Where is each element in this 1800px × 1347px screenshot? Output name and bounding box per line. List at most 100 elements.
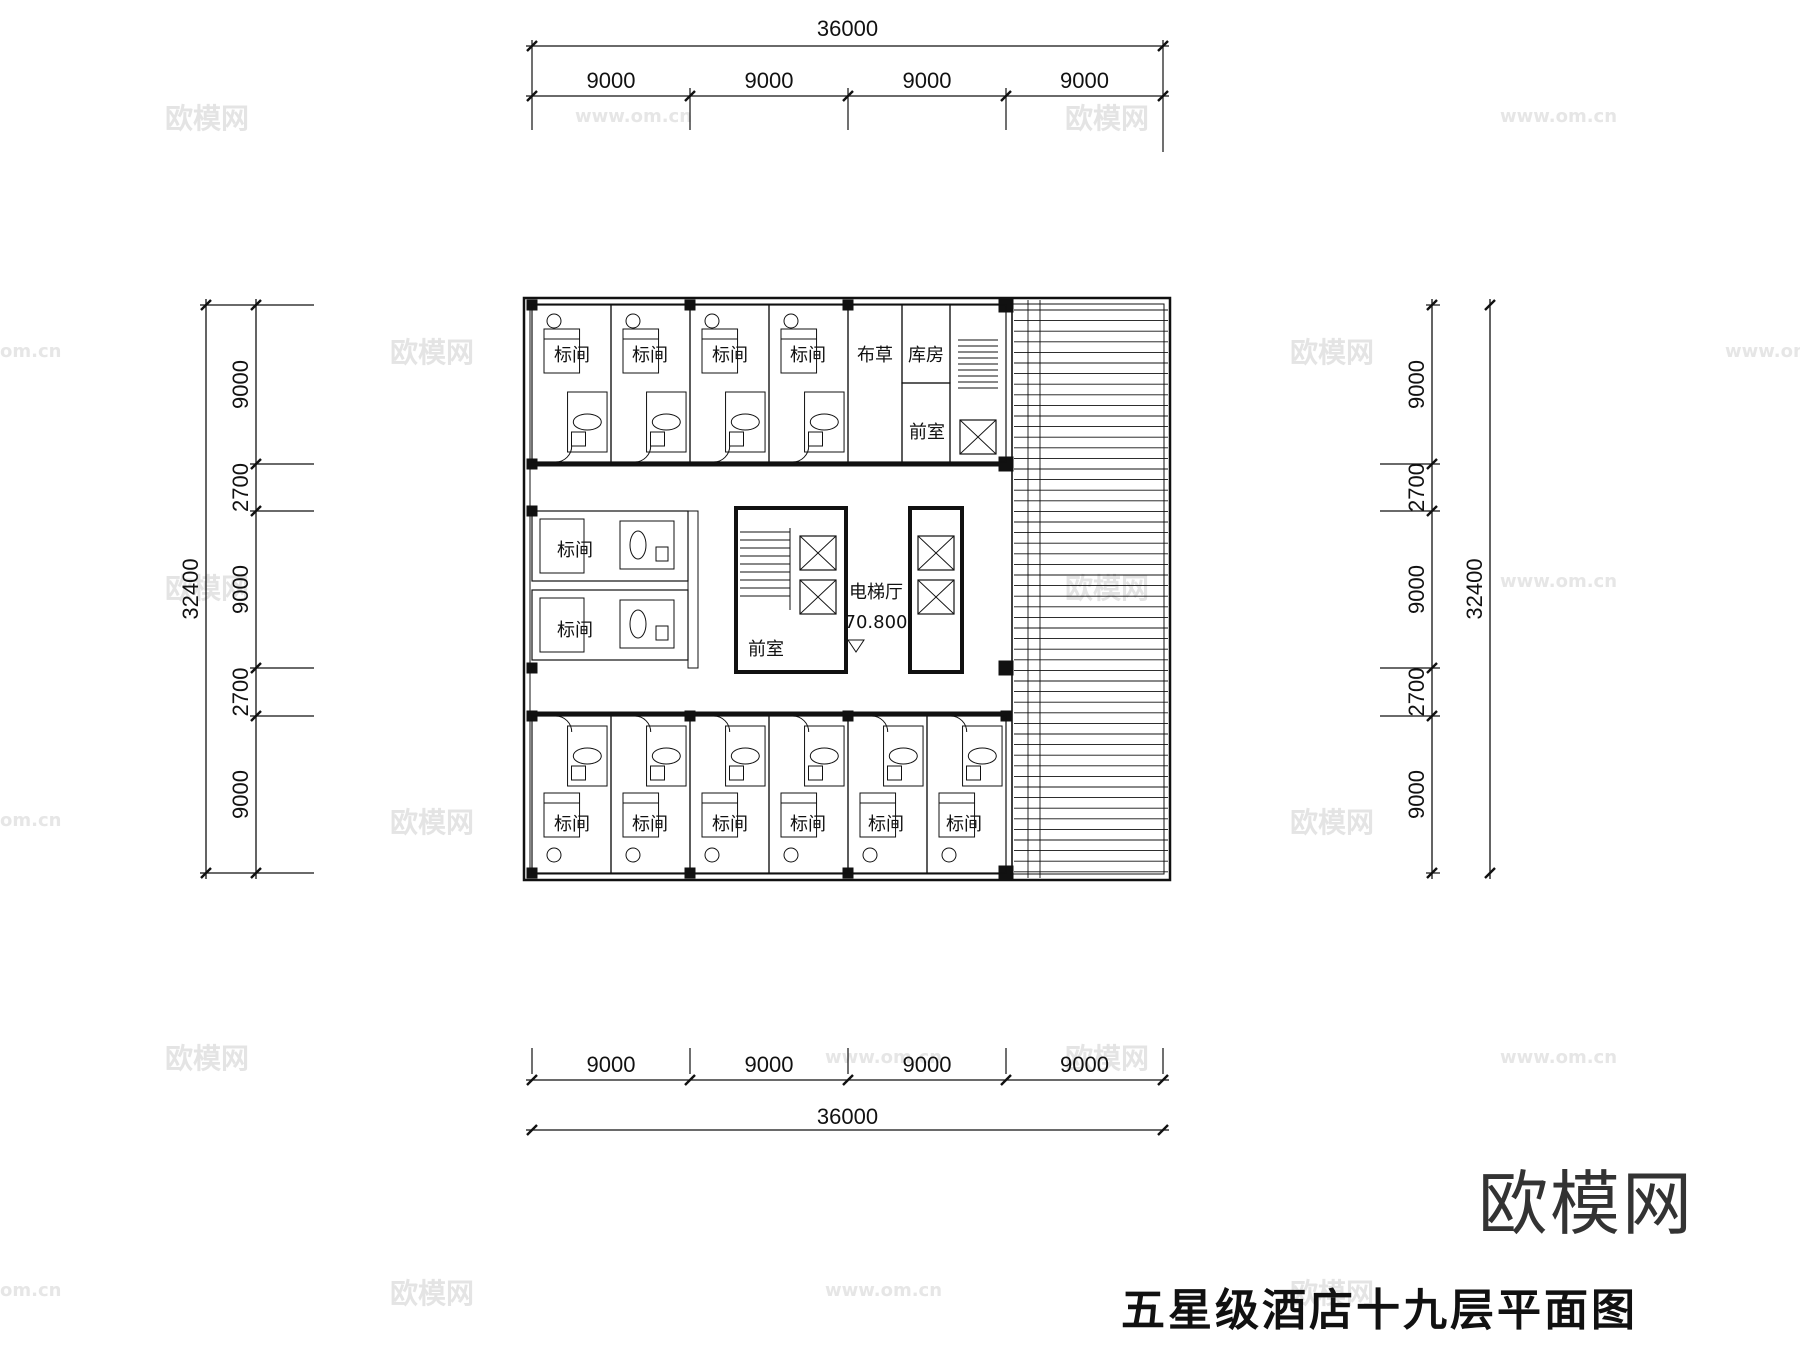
corridor-wall-north xyxy=(531,461,1011,467)
dimension-tick xyxy=(200,299,212,311)
dimension-tick xyxy=(1000,1074,1012,1086)
dimension-tick xyxy=(200,867,212,879)
building-plan xyxy=(522,296,1172,882)
bathtub xyxy=(809,413,839,431)
bathroom xyxy=(567,391,608,453)
toilet xyxy=(966,765,981,781)
dimension-tick xyxy=(250,458,262,470)
dimension-tick xyxy=(1157,90,1169,102)
bathtub xyxy=(809,747,839,765)
bathroom xyxy=(619,520,675,570)
brand-logo-text: 欧模网 xyxy=(1478,1163,1694,1245)
door-swing xyxy=(555,445,573,463)
dimension-tick xyxy=(1157,40,1169,52)
armchair xyxy=(862,847,878,863)
room-label-standard: 标间 xyxy=(632,814,668,835)
toilet xyxy=(729,765,744,781)
structural-column xyxy=(526,662,538,674)
bed xyxy=(543,328,581,374)
elevator-shaft xyxy=(799,535,837,571)
elevator-car xyxy=(917,579,955,615)
bathroom xyxy=(725,391,766,453)
bathroom xyxy=(567,725,608,787)
watermark-text: 欧模网 xyxy=(390,1277,474,1310)
elevation-mark: 70.800 xyxy=(845,612,908,633)
armchair xyxy=(625,847,641,863)
guest-room xyxy=(610,304,691,463)
guest-room xyxy=(689,715,770,874)
toilet xyxy=(571,765,586,781)
dimension-tick xyxy=(526,1074,538,1086)
elevator-shaft xyxy=(917,579,955,615)
room-label-antechamber: 前室 xyxy=(909,422,945,443)
guest-room xyxy=(689,304,770,463)
watermark-url: www.om.cn xyxy=(825,1280,942,1301)
room-label-standard: 标间 xyxy=(554,345,590,366)
guest-room-walls xyxy=(926,715,1007,874)
room-label-storage: 库房 xyxy=(908,345,944,366)
elevator-cross xyxy=(799,579,837,615)
bathtub xyxy=(629,609,647,639)
watermark-text: 欧模网 xyxy=(165,1042,249,1075)
watermark-url: om.cn xyxy=(0,1280,61,1301)
right-dim-segment-label: 2700 xyxy=(1404,668,1429,717)
bathroom xyxy=(619,599,675,649)
watermark-text: 欧模网 xyxy=(1290,336,1374,369)
toilet xyxy=(655,625,669,641)
toilet xyxy=(655,546,669,562)
watermark-text: 欧模网 xyxy=(1065,1042,1149,1075)
room-label-antechamber: 前室 xyxy=(748,639,784,660)
bottom-dim-segment-label: 9000 xyxy=(587,1052,636,1077)
drawing-title: 五星级酒店十九层平面图 xyxy=(1121,1285,1638,1336)
guest-room xyxy=(768,715,849,874)
bathtub xyxy=(572,747,602,765)
dimension-tick xyxy=(1484,299,1496,311)
bed xyxy=(701,792,739,838)
bathtub xyxy=(651,413,681,431)
bed xyxy=(859,792,897,838)
dimension-tick xyxy=(526,90,538,102)
door-swing xyxy=(871,715,889,733)
bathtub xyxy=(730,747,760,765)
dimension-tick xyxy=(250,505,262,517)
toilet xyxy=(650,431,665,447)
guest-room xyxy=(847,715,928,874)
toilet xyxy=(650,765,665,781)
door-swing xyxy=(555,715,573,733)
room-label-standard: 标间 xyxy=(712,814,748,835)
watermark-url: om.cn xyxy=(0,810,61,831)
dimension-tick xyxy=(1000,90,1012,102)
bed xyxy=(701,328,739,374)
door-swing xyxy=(792,445,810,463)
door-swing xyxy=(713,715,731,733)
door-swing xyxy=(950,715,968,733)
bathroom xyxy=(804,725,845,787)
right-dim-segment-label: 2700 xyxy=(1404,463,1429,512)
bathtub xyxy=(967,747,997,765)
watermark-url: www.om.cn xyxy=(825,1047,942,1068)
room-label-elevator-hall: 电梯厅 xyxy=(849,582,903,603)
top-dim-segment-label: 9000 xyxy=(587,68,636,93)
door-swing xyxy=(792,715,810,733)
west-room-door-wall xyxy=(687,510,699,669)
elevator-car xyxy=(959,419,997,455)
door-swing xyxy=(634,445,652,463)
dimension-tick xyxy=(842,90,854,102)
storage-room xyxy=(901,304,951,384)
watermark-text: 欧模网 xyxy=(390,336,474,369)
bathtub xyxy=(651,747,681,765)
dimension-tick xyxy=(1426,505,1438,517)
left-dim-segment-label: 2700 xyxy=(228,463,253,512)
bed xyxy=(539,597,585,653)
armchair xyxy=(704,847,720,863)
dimension-tick xyxy=(842,1074,854,1086)
elevator-cross xyxy=(917,579,955,615)
dimension-tick xyxy=(1426,867,1438,879)
watermark-text: 欧模网 xyxy=(1290,806,1374,839)
bottom-dim-total-label: 36000 xyxy=(817,1104,878,1129)
armchair xyxy=(546,313,562,329)
elevator-shaft xyxy=(959,419,997,455)
structural-column xyxy=(998,660,1014,676)
bathroom xyxy=(646,391,687,453)
